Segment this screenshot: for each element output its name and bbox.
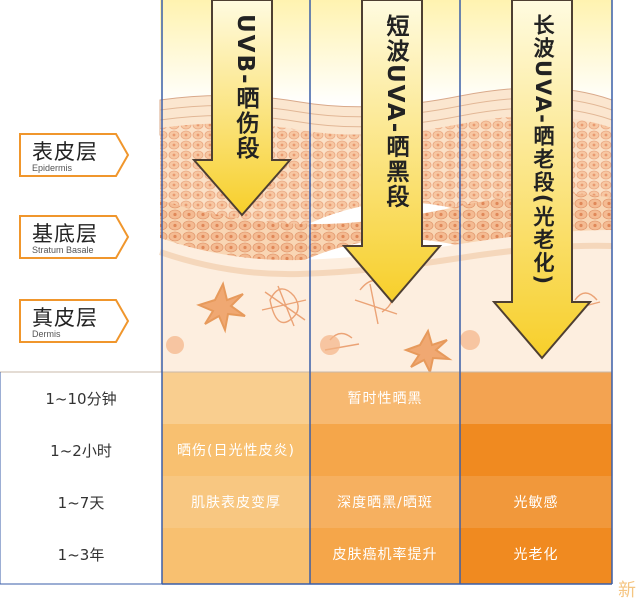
layer-label-epidermis: 表皮层 Epidermis: [18, 132, 130, 178]
layer-name-en: Stratum Basale: [32, 245, 94, 255]
timeline-row-minutes: 1~10分钟: [45, 389, 117, 408]
layer-name: 表皮层: [32, 140, 98, 164]
uvb-band-title: UVB-晒伤段: [232, 14, 258, 161]
watermark: 新: [618, 580, 636, 601]
effect-uva-short-deep-tan: 深度晒黑/晒斑: [337, 495, 433, 511]
layer-label-stratum-basale: 基底层 Stratum Basale: [18, 214, 130, 260]
timeline-row-years: 1~3年: [57, 545, 105, 564]
effect-uvb-sunburn: 晒伤(日光性皮炎): [177, 443, 295, 459]
layer-label-dermis: 真皮层 Dermis: [18, 298, 130, 344]
layer-name: 基底层: [32, 222, 98, 246]
layer-name: 真皮层: [32, 306, 98, 330]
timeline-row-hours: 1~2小时: [50, 441, 112, 460]
layer-name-en: Epidermis: [32, 163, 73, 173]
uva-short-arrow: [341, 0, 443, 304]
effect-uva-long-photoaging: 光老化: [513, 547, 559, 563]
effect-uva-short-cancer-risk: 皮肤癌机率提升: [332, 547, 438, 563]
layer-name-en: Dermis: [32, 329, 61, 339]
effect-uvb-thicker-skin: 肌肤表皮变厚: [191, 495, 281, 511]
effect-uva-short-temp-tan: 暂时性晒黑: [347, 391, 423, 407]
effect-uva-long-photosensitivity: 光敏感: [513, 495, 559, 511]
uvb-arrow: [191, 0, 293, 217]
uva-long-arrow: [491, 0, 593, 360]
uva-long-band-title: 长波UVA-晒老段(光老化): [531, 14, 555, 287]
timeline-row-days: 1~7天: [57, 493, 105, 512]
uva-short-band-title: 短波UVA-晒黑段: [382, 14, 408, 210]
